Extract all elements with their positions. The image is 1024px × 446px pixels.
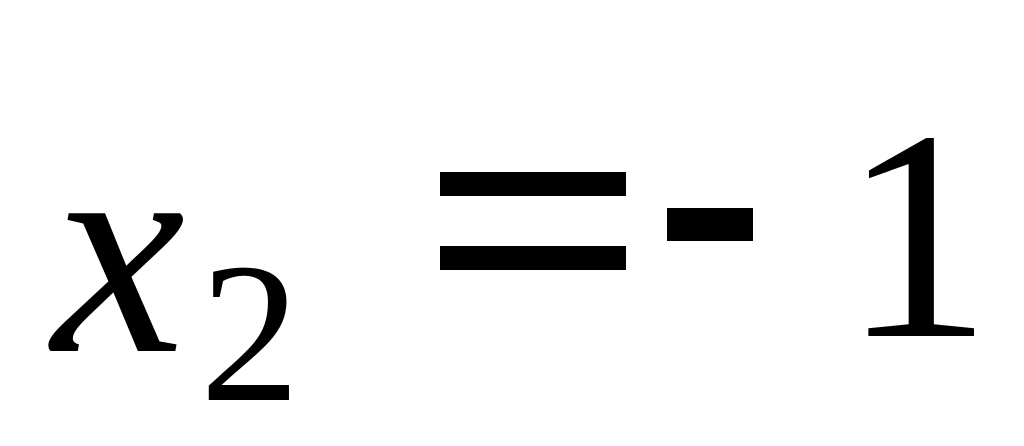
minus-sign: - (667, 208, 753, 241)
value-number: 1 (842, 69, 992, 401)
equals-sign (440, 172, 626, 272)
variable-x: x (52, 84, 186, 416)
variable-subscript: 2 (200, 223, 300, 444)
equals-bar-bottom (440, 246, 626, 270)
equals-bar-top (440, 172, 626, 196)
